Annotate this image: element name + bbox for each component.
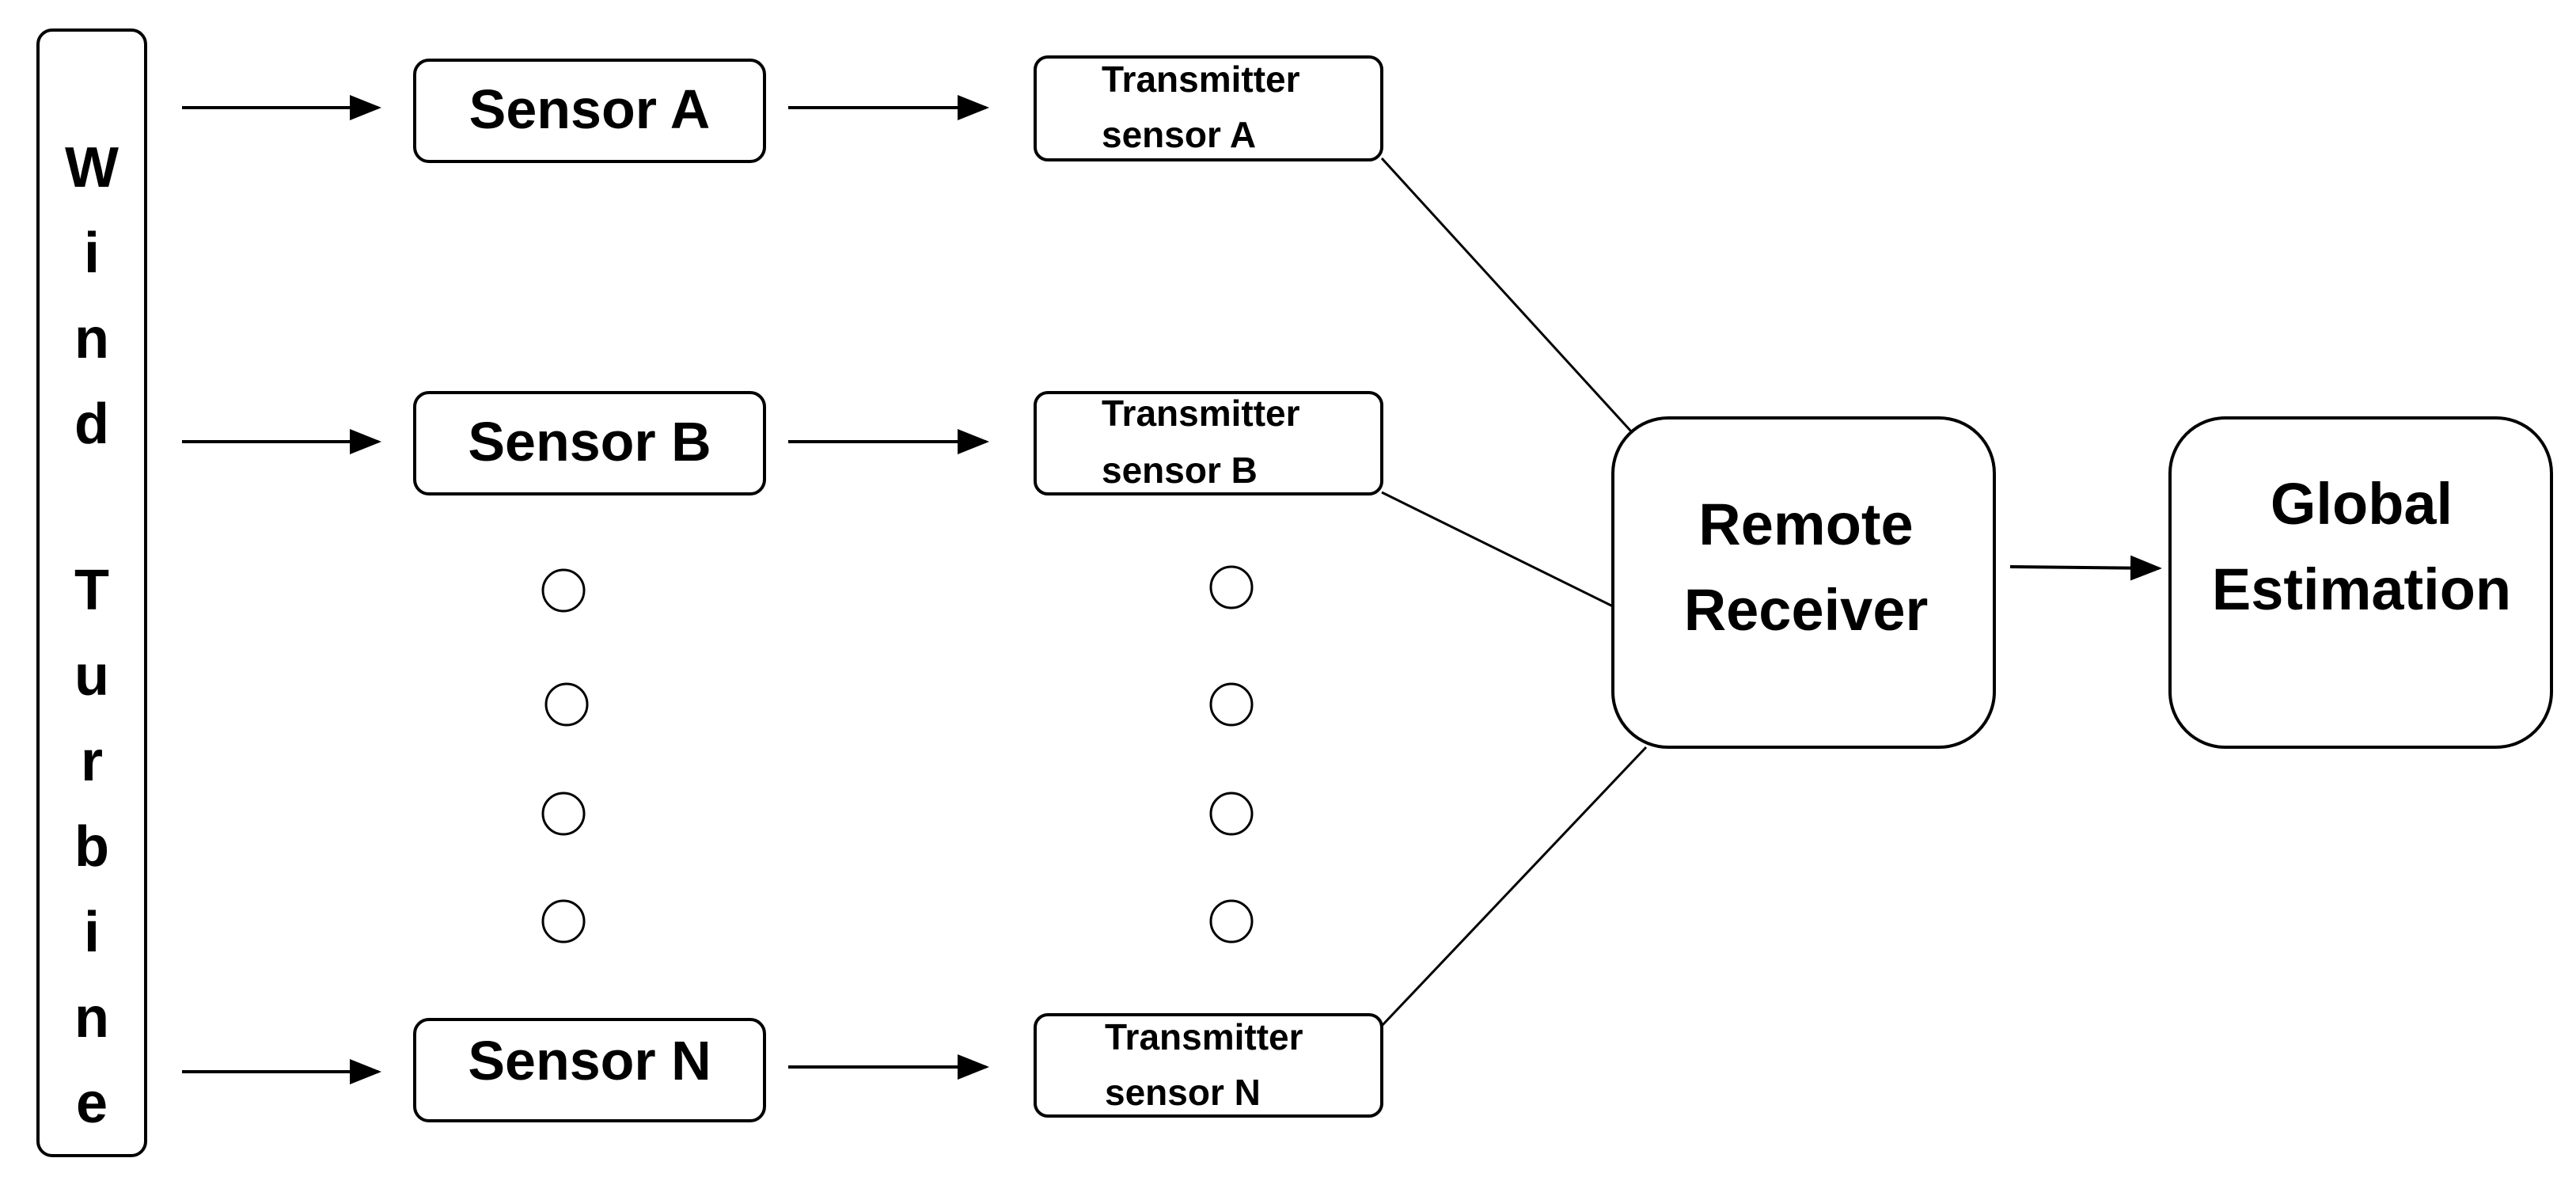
turbine-letter: n — [74, 986, 109, 1050]
turbine-letter: i — [84, 901, 100, 964]
transmitter-a-line1: Transmitter — [1102, 59, 1300, 100]
turbine-letter: b — [74, 815, 109, 879]
turbine-letter: r — [81, 730, 103, 793]
remote-receiver-line2: Receiver — [1684, 577, 1929, 643]
turbine-letter: T — [74, 559, 109, 622]
ellipsis-dot — [544, 682, 589, 727]
ellipsis-dot — [1209, 565, 1254, 609]
turbine-letter: n — [74, 307, 109, 370]
transmitter-n-line2: sensor N — [1105, 1072, 1261, 1113]
ellipsis-dot — [541, 792, 586, 836]
sensor-a-label: Sensor A — [469, 78, 711, 140]
ellipsis-dot — [541, 899, 586, 943]
turbine-letter: e — [76, 1072, 108, 1135]
ellipsis-dot — [1209, 792, 1254, 836]
sensor-b-label: Sensor B — [468, 411, 711, 473]
ellipsis-dot — [1209, 899, 1254, 943]
link-transmitter-b-to-receiver — [1381, 491, 1614, 608]
global-estimation-line1: Global — [2271, 471, 2453, 537]
transmitter-n-box: Transmitter sensor N — [1034, 1013, 1383, 1118]
transmitter-n-line1: Transmitter — [1105, 1016, 1303, 1057]
sensor-n-box: Sensor N — [413, 1018, 766, 1122]
transmitter-ellipsis — [1209, 565, 1254, 943]
remote-receiver-box: Remote Receiver — [1611, 416, 1996, 749]
sensor-n-label: Sensor N — [468, 1030, 711, 1092]
ellipsis-dot — [541, 568, 586, 613]
global-estimation-line2: Estimation — [2212, 556, 2511, 622]
sensor-ellipsis — [541, 568, 589, 943]
transmitter-a-box: Transmitter sensor A — [1034, 55, 1383, 161]
sensor-b-box: Sensor B — [413, 391, 766, 495]
link-transmitter-n-to-receiver — [1380, 746, 1648, 1027]
transmitter-a-line2: sensor A — [1102, 114, 1256, 155]
remote-receiver-line1: Remote — [1698, 492, 1913, 557]
transmitter-b-box: Transmitter sensor B — [1034, 391, 1383, 495]
transmitter-b-line1: Transmitter — [1102, 393, 1300, 434]
ellipsis-dot — [1209, 682, 1254, 727]
transmitter-b-line2: sensor B — [1102, 450, 1258, 491]
global-estimation-box: Global Estimation — [2168, 416, 2553, 749]
turbine-letter: d — [74, 393, 109, 456]
turbine-letter: W — [65, 136, 119, 199]
turbine-letter: u — [74, 644, 109, 708]
wind-turbine-box: W i n d T u r b i n e — [36, 28, 147, 1157]
link-transmitter-a-to-receiver — [1380, 157, 1633, 434]
turbine-letter: i — [84, 222, 100, 285]
arrow-receiver-to-estimation — [2009, 555, 2162, 581]
sensor-a-box: Sensor A — [413, 59, 766, 163]
